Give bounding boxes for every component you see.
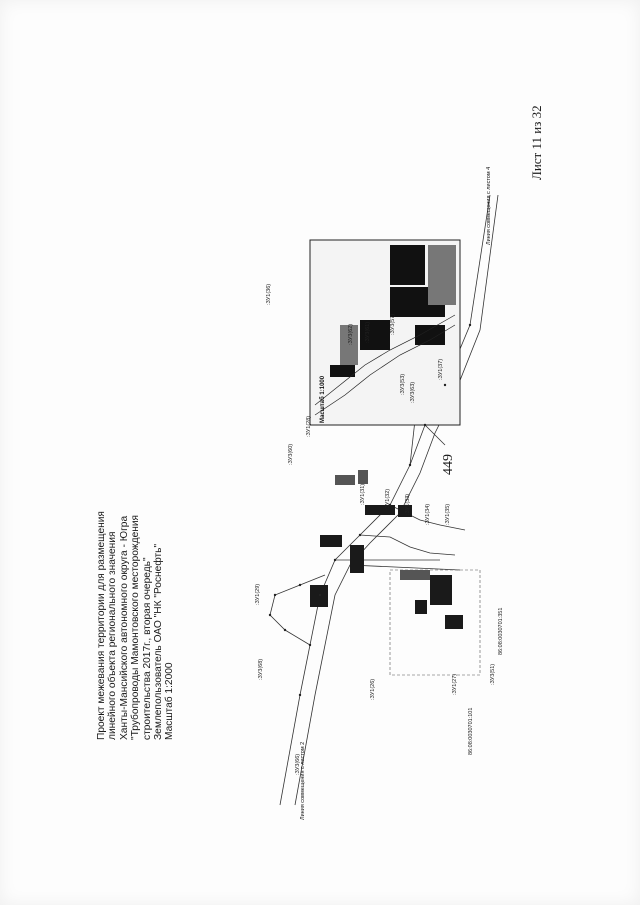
- title-line: Проект межевания территории для размещен…: [96, 511, 107, 740]
- plot-label: :ЗУ3(53): [400, 373, 406, 395]
- plot-label: :ЗУ1(34): [425, 503, 431, 525]
- plot-label: :ЗУ3(61): [365, 321, 371, 343]
- plot-label: :ЗУ3(66): [295, 753, 301, 775]
- title-line: строительства 2017г., вторая очередь": [141, 557, 153, 740]
- plot-label: :ЗУ1(35): [445, 503, 451, 525]
- title-line: Землепользователь ОАО "НК "Роснефть": [153, 543, 165, 740]
- title-block: Проект межевания территории для размещен…: [96, 511, 176, 740]
- plot-label: :ЗУ1(29): [255, 583, 261, 605]
- plot-label: :ЗУ3(51): [490, 663, 496, 685]
- title-line: "Трубопроводы Мамонтовского месторождени…: [130, 514, 142, 740]
- plot-label: :ЗУ1(36): [266, 283, 272, 305]
- match-line-top: Линия совмещения с листом 4: [486, 166, 492, 245]
- plot-label: :ЗУ1(27): [452, 673, 458, 695]
- title-line: линейного объекта регионального значения: [107, 531, 119, 740]
- cadastral-number: 86:08:0030701:101: [468, 707, 474, 755]
- plot-label: :ЗУ3(57): [390, 313, 396, 335]
- title-line: Ханты-Мансийского автономного округа - Ю…: [118, 515, 130, 740]
- drawing-linework: [268, 194, 499, 806]
- plot-label: :ЗУ3(60): [288, 443, 294, 465]
- plot-label: :ЗУ3(63): [410, 381, 416, 403]
- cadastral-number: 86:08:0030701:351: [498, 607, 504, 655]
- inset-scale-label: Масштаб 1:1000: [320, 375, 326, 423]
- plot-label: :ЗУ1(28): [306, 415, 312, 437]
- plot-label: :ЗУ1(26): [370, 678, 376, 700]
- plot-label: :ЗУ1(31): [360, 483, 366, 505]
- sheet-label: Лист 11 из 32: [529, 105, 544, 180]
- title-line: Масштаб 1:2000: [164, 662, 176, 740]
- plot-label: :ЗУ1(37): [438, 358, 444, 380]
- plot-label: :ЗУ1(33): [405, 493, 411, 515]
- survey-drawing: Масштаб 1:1000 Линия совмещения с листом…: [240, 167, 504, 825]
- plot-label: :ЗУ3(62): [348, 323, 354, 345]
- plot-label: :ЗУ3(68): [258, 658, 264, 680]
- plot-label: :ЗУ1(32): [385, 488, 391, 510]
